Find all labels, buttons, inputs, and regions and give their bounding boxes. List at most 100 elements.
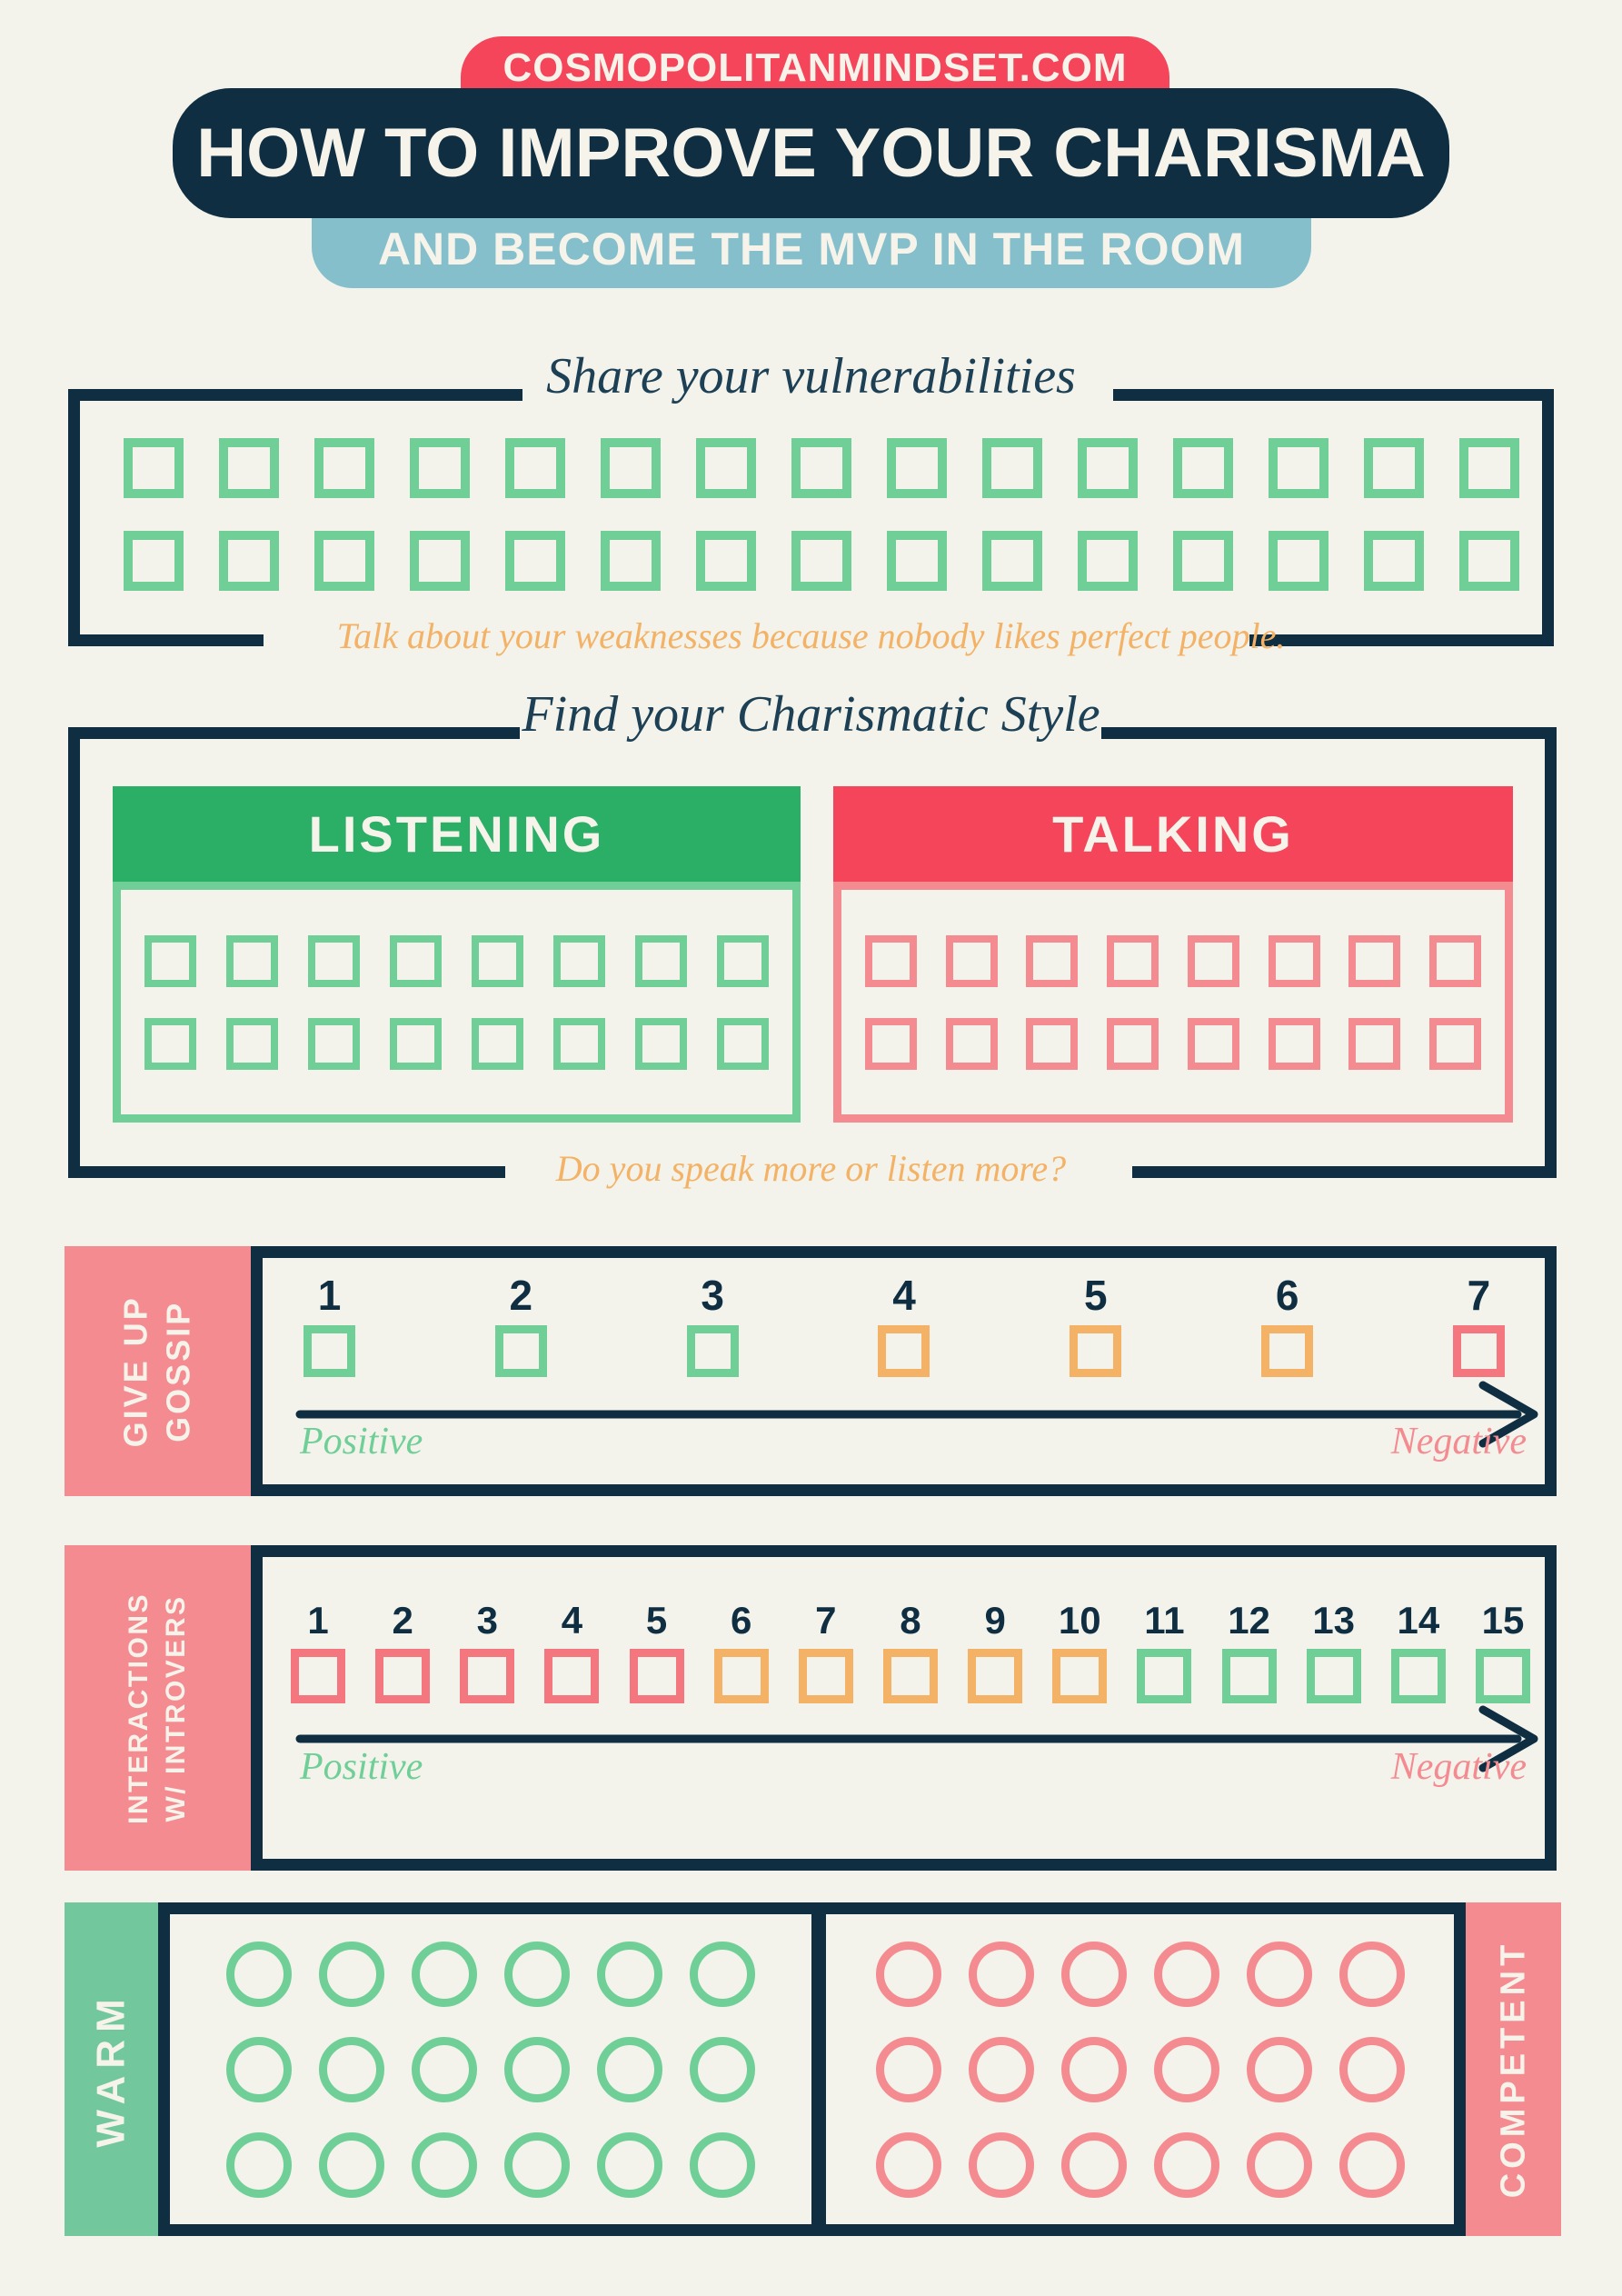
vulnerability-square — [124, 531, 184, 591]
rating-circle — [319, 2131, 384, 2198]
step-number: 12 — [1228, 1599, 1270, 1642]
scale-step: 5 — [1070, 1272, 1122, 1377]
style-square — [635, 1017, 687, 1070]
style-square — [1268, 934, 1320, 987]
squares-row — [144, 934, 769, 987]
step-number: 5 — [1084, 1272, 1108, 1319]
warm-competent-box — [158, 1902, 1466, 2236]
step-number: 4 — [892, 1272, 916, 1319]
style-square — [717, 1017, 769, 1070]
scale-step: 2 — [375, 1602, 431, 1703]
style-square — [717, 934, 769, 987]
style-square — [1348, 934, 1401, 987]
introverts-label-line2: W/ INTROVERS — [160, 1594, 191, 1822]
style-square — [308, 1017, 360, 1070]
style-square — [635, 934, 687, 987]
scale-step: 1 — [304, 1274, 355, 1377]
squares-row — [144, 1017, 769, 1070]
step-square — [1221, 1649, 1277, 1703]
vulnerability-square — [696, 438, 756, 498]
style-square — [1107, 934, 1159, 987]
step-number: 3 — [476, 1599, 498, 1642]
style-square — [945, 934, 998, 987]
circle-row — [170, 2131, 811, 2198]
scale-step: 7 — [798, 1599, 853, 1703]
circle-row — [826, 2036, 1454, 2102]
rating-circle — [968, 1941, 1034, 2007]
vulnerability-square — [410, 438, 470, 498]
vulnerability-square — [1269, 438, 1328, 498]
step-number: 11 — [1144, 1599, 1185, 1642]
rating-circle — [968, 2131, 1034, 2198]
step-number: 5 — [645, 1599, 668, 1642]
style-square — [390, 1017, 442, 1070]
scale-step: 9 — [968, 1599, 1023, 1703]
circle-row — [826, 2131, 1454, 2198]
scale-step: 6 — [1261, 1272, 1314, 1377]
rating-circle — [1153, 2131, 1219, 2198]
squares-row — [865, 1017, 1481, 1070]
warm-label: WARM — [88, 1991, 134, 2148]
vulnerability-square — [982, 531, 1042, 591]
introverts-box — [251, 1545, 1557, 1871]
talking-header: TALKING — [833, 786, 1513, 882]
vulnerability-square — [314, 531, 374, 591]
vulnerability-square — [1459, 438, 1519, 498]
step-number: 6 — [1275, 1272, 1299, 1319]
step-number: 9 — [984, 1599, 1006, 1642]
rating-circle — [504, 2131, 570, 2198]
step-square — [713, 1649, 769, 1703]
rating-circle — [504, 2036, 570, 2102]
vulnerability-squares-row — [124, 531, 1519, 591]
step-number: 7 — [815, 1599, 837, 1642]
vulnerability-square — [982, 438, 1042, 498]
style-square — [865, 1017, 917, 1070]
style-square — [1348, 1017, 1401, 1070]
step-square — [304, 1325, 355, 1377]
rating-circle — [875, 2036, 941, 2102]
border-gap — [264, 631, 1249, 651]
vulnerability-square — [696, 531, 756, 591]
rating-circle — [1246, 2131, 1312, 2198]
vulnerabilities-title: Share your vulnerabilities — [546, 348, 1076, 404]
rating-circle — [412, 2131, 477, 2198]
step-square — [686, 1325, 739, 1377]
rating-circle — [1338, 2131, 1405, 2198]
step-square — [1475, 1649, 1530, 1703]
step-number: 1 — [307, 1599, 329, 1642]
step-square — [375, 1649, 431, 1703]
gossip-sidebar-label: GIVE UP GOSSIP — [115, 1295, 201, 1447]
circle-row — [826, 1941, 1454, 2007]
border-gap — [505, 1163, 1132, 1183]
rating-circle — [319, 1941, 384, 2007]
rating-circle — [597, 2036, 662, 2102]
talking-label: TALKING — [1052, 805, 1294, 863]
step-square — [1137, 1649, 1192, 1703]
rating-circle — [1246, 1941, 1312, 2007]
scale-step: 3 — [686, 1272, 739, 1377]
rating-circle — [1060, 2036, 1127, 2102]
step-number: 10 — [1058, 1599, 1101, 1642]
step-square — [460, 1649, 515, 1703]
rating-circle — [875, 1941, 941, 2007]
rating-circle — [597, 2131, 662, 2198]
site-url: COSMOPOLITANMINDSET.COM — [503, 45, 1128, 90]
rating-circle — [1338, 1941, 1405, 2007]
gossip-label-line1: GIVE UP — [116, 1294, 154, 1448]
title-banner: HOW TO IMPROVE YOUR CHARISMA — [173, 88, 1449, 218]
step-number: 6 — [731, 1599, 752, 1642]
step-number: 3 — [701, 1272, 724, 1319]
style-square — [553, 934, 605, 987]
listening-body — [113, 882, 801, 1123]
border-gap — [522, 385, 1113, 405]
squares-row — [865, 934, 1481, 987]
scale-step: 7 — [1452, 1274, 1505, 1377]
step-square — [291, 1649, 345, 1703]
warm-sidebar: WARM — [65, 1902, 158, 2236]
step-square — [798, 1649, 853, 1703]
rating-circle — [1246, 2036, 1312, 2102]
rating-circle — [875, 2131, 941, 2198]
